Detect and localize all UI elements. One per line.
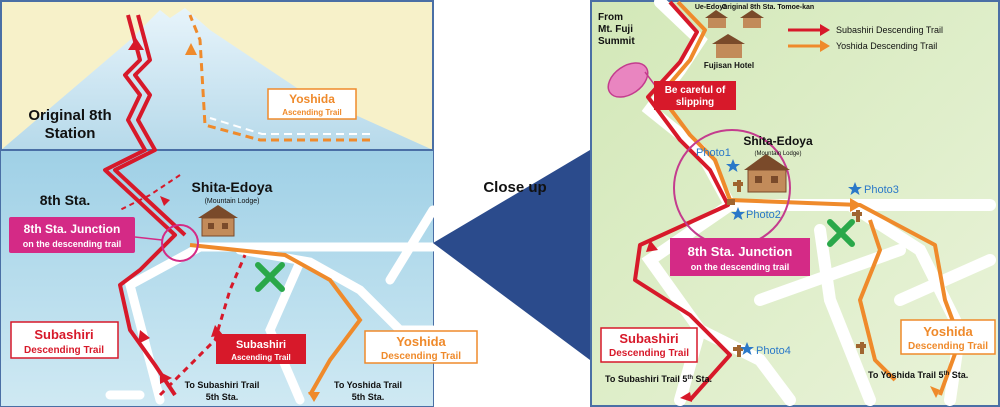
- left-junction-sub: on the descending trail: [23, 239, 122, 249]
- left-to-subashiri-sub: 5th Sta.: [206, 392, 239, 402]
- left-shita-edoya-sub: (Mountain Lodge): [205, 198, 260, 205]
- right-orange-arrows: [850, 198, 940, 398]
- left-orange-arrows: [185, 43, 320, 402]
- left-yoshida-descending-label: Yoshida: [396, 334, 446, 349]
- left-lodge-icon: [198, 205, 238, 237]
- left-yoshida-descending-sub: Descending Trail: [381, 351, 461, 362]
- close-up-label: Close up: [483, 179, 546, 196]
- from-summit-line1: From: [598, 12, 623, 23]
- right-yoshida-descending-sub: Descending Trail: [908, 341, 988, 352]
- ue-edoya-label: Ue-Edoya: [695, 4, 727, 11]
- left-subashiri-descending-label: Subashiri: [34, 327, 93, 342]
- left-yoshida-ascending-tag: Yoshida Ascending Trail: [267, 88, 357, 120]
- photo2-label: Photo2: [746, 209, 781, 221]
- careful-line2: slipping: [676, 97, 714, 108]
- left-subashiri-ascending-sub: Ascending Trail: [231, 353, 291, 362]
- fujisan-hotel-label: Fujisan Hotel: [704, 61, 754, 70]
- tomoekan-label: Original 8th Sta. Tomoe-kan: [722, 4, 814, 11]
- right-closed-x-icon: [827, 219, 855, 247]
- legend-yoshida-label: Yoshida Descending Trail: [836, 41, 937, 51]
- left-yoshida-ascending-sub: Ascending Trail: [282, 108, 342, 117]
- right-junction-sub: on the descending trail: [691, 262, 790, 272]
- left-yoshida-ascending: [188, 14, 370, 142]
- left-8th-sta-label: 8th Sta.: [40, 192, 91, 208]
- right-junction-tag: 8th Sta. Junction on the descending trai…: [670, 238, 810, 276]
- left-roads: [105, 205, 438, 405]
- right-to-yoshida-label: To Yoshida Trail 5th Sta.: [868, 370, 968, 380]
- left-to-yoshida-label: To Yoshida Trail: [334, 380, 402, 390]
- legend-arrows: [788, 24, 830, 52]
- left-red-arrows: [128, 38, 223, 384]
- left-closed-x-icon: [255, 262, 285, 292]
- photo4-label: Photo4: [756, 345, 791, 357]
- left-original-8th-label: Original 8th: [28, 107, 111, 124]
- right-junction-label: 8th Sta. Junction: [688, 244, 793, 259]
- left-subashiri-descending-tag: Subashiri Descending Trail: [10, 321, 119, 359]
- right-yoshida-descending-label: Yoshida: [923, 324, 973, 339]
- slipping-zone: [607, 62, 649, 98]
- right-subashiri-descending-tag: Subashiri Descending Trail: [600, 327, 698, 363]
- left-junction-circle: [161, 224, 199, 262]
- right-yoshida-descending-tag: Yoshida Descending Trail: [900, 319, 996, 355]
- legend-subashiri-label: Subashiri Descending Trail: [836, 25, 943, 35]
- left-shita-edoya-label: Shita-Edoya: [192, 179, 273, 195]
- left-yoshida-ascending-label: Yoshida: [289, 92, 335, 106]
- right-shita-edoya-label: Shita-Edoya: [743, 134, 813, 148]
- right-shita-edoya-sub: (Mountain Lodge): [754, 151, 801, 157]
- left-to-yoshida-sub: 5th Sta.: [352, 392, 385, 402]
- right-lodge-icon: [744, 154, 790, 193]
- left-subashiri-ascending-tag: Subashiri Ascending Trail: [216, 334, 306, 364]
- top-lodges-icon: [705, 10, 764, 58]
- right-red-arrows: [646, 240, 692, 402]
- left-yoshida-descending-tag: Yoshida Descending Trail: [364, 330, 478, 364]
- left-subashiri-ascending-label: Subashiri: [236, 339, 286, 351]
- close-up-wedge: [433, 150, 590, 360]
- right-to-subashiri-label: To Subashiri Trail 5th Sta.: [605, 374, 712, 384]
- left-original-8th-station-label: Station: [45, 125, 96, 142]
- left-to-subashiri-label: To Subashiri Trail: [185, 380, 260, 390]
- right-subashiri-descending-label: Subashiri: [619, 331, 678, 346]
- careful-line1: Be careful of: [665, 85, 726, 96]
- left-subashiri-ascending: [158, 254, 247, 397]
- from-summit-line3: Summit: [598, 36, 635, 47]
- left-yoshida-descending: [189, 243, 363, 396]
- careful-tag: Be careful of slipping: [654, 81, 736, 110]
- left-subashiri-descending: [103, 14, 187, 397]
- signposts-icon: [727, 180, 866, 357]
- photo1-label: Photo1: [696, 147, 731, 159]
- left-junction-tag: 8th Sta. Junction on the descending trai…: [9, 217, 135, 253]
- photo3-label: Photo3: [864, 184, 899, 196]
- photo-stars: [726, 159, 862, 355]
- right-yoshida-descending: [658, 0, 962, 396]
- left-subashiri-descending-sub: Descending Trail: [24, 345, 104, 356]
- right-subashiri-descending-sub: Descending Trail: [609, 348, 689, 359]
- right-subashiri-descending: [633, 0, 732, 402]
- left-junction-label: 8th Sta. Junction: [24, 222, 121, 236]
- from-summit-line2: Mt. Fuji: [598, 24, 633, 35]
